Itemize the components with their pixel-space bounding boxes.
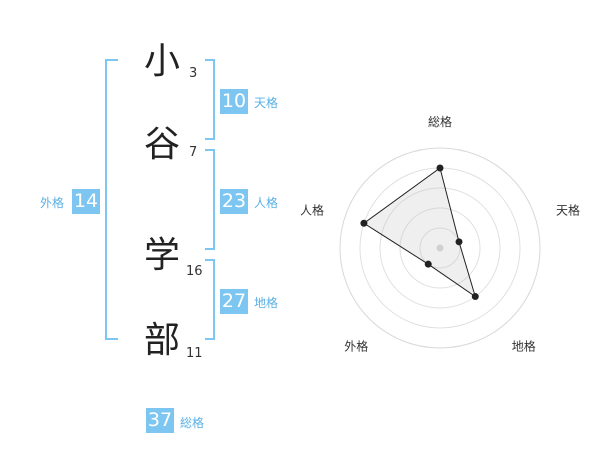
radar-ring	[379, 187, 501, 309]
radar-axis-label-3: 地格	[512, 339, 536, 354]
stroke-count-2: 7	[189, 145, 198, 160]
jinkaku-bracket	[205, 149, 215, 250]
stroke-count-4: 11	[186, 346, 203, 361]
gaikaku-label: 外格	[40, 196, 65, 210]
radar-ring	[399, 207, 481, 289]
radar-point-4	[424, 260, 432, 268]
radar-point-3	[471, 293, 479, 301]
tenkaku-value: 10	[220, 89, 248, 114]
jinkaku-label: 人格	[254, 196, 279, 210]
name-char-2: 谷	[143, 124, 180, 165]
radar-ring	[419, 227, 461, 269]
radar-axis-label-2: 天格	[556, 202, 580, 217]
radar-center-dot	[436, 244, 444, 252]
tenkaku-label: 天格	[254, 96, 279, 110]
name-char-3: 学	[143, 235, 180, 276]
gaikaku-value: 14	[72, 189, 100, 214]
radar-series-polygon	[363, 167, 477, 298]
radar-axis-label-1: 総格	[428, 114, 452, 129]
chikaku-value: 27	[220, 289, 248, 314]
gaikaku-bracket	[105, 59, 118, 340]
stroke-count-3: 16	[186, 264, 203, 279]
radar-axis-label-4: 外格	[344, 339, 368, 354]
radar-axis-label-5: 人格	[300, 202, 324, 217]
chikaku-bracket	[205, 259, 215, 340]
jinkaku-value: 23	[220, 189, 248, 214]
radar-point-2	[455, 238, 463, 246]
radar-point-5	[360, 219, 368, 227]
radar-point-1	[436, 164, 444, 172]
stroke-count-1: 3	[189, 66, 198, 81]
tenkaku-bracket	[205, 59, 215, 140]
soukaku-value: 37	[146, 408, 174, 433]
soukaku-label: 総格	[180, 416, 205, 430]
chikaku-label: 地格	[254, 296, 279, 310]
name-char-1: 小	[143, 41, 180, 82]
name-char-4: 部	[143, 320, 180, 361]
